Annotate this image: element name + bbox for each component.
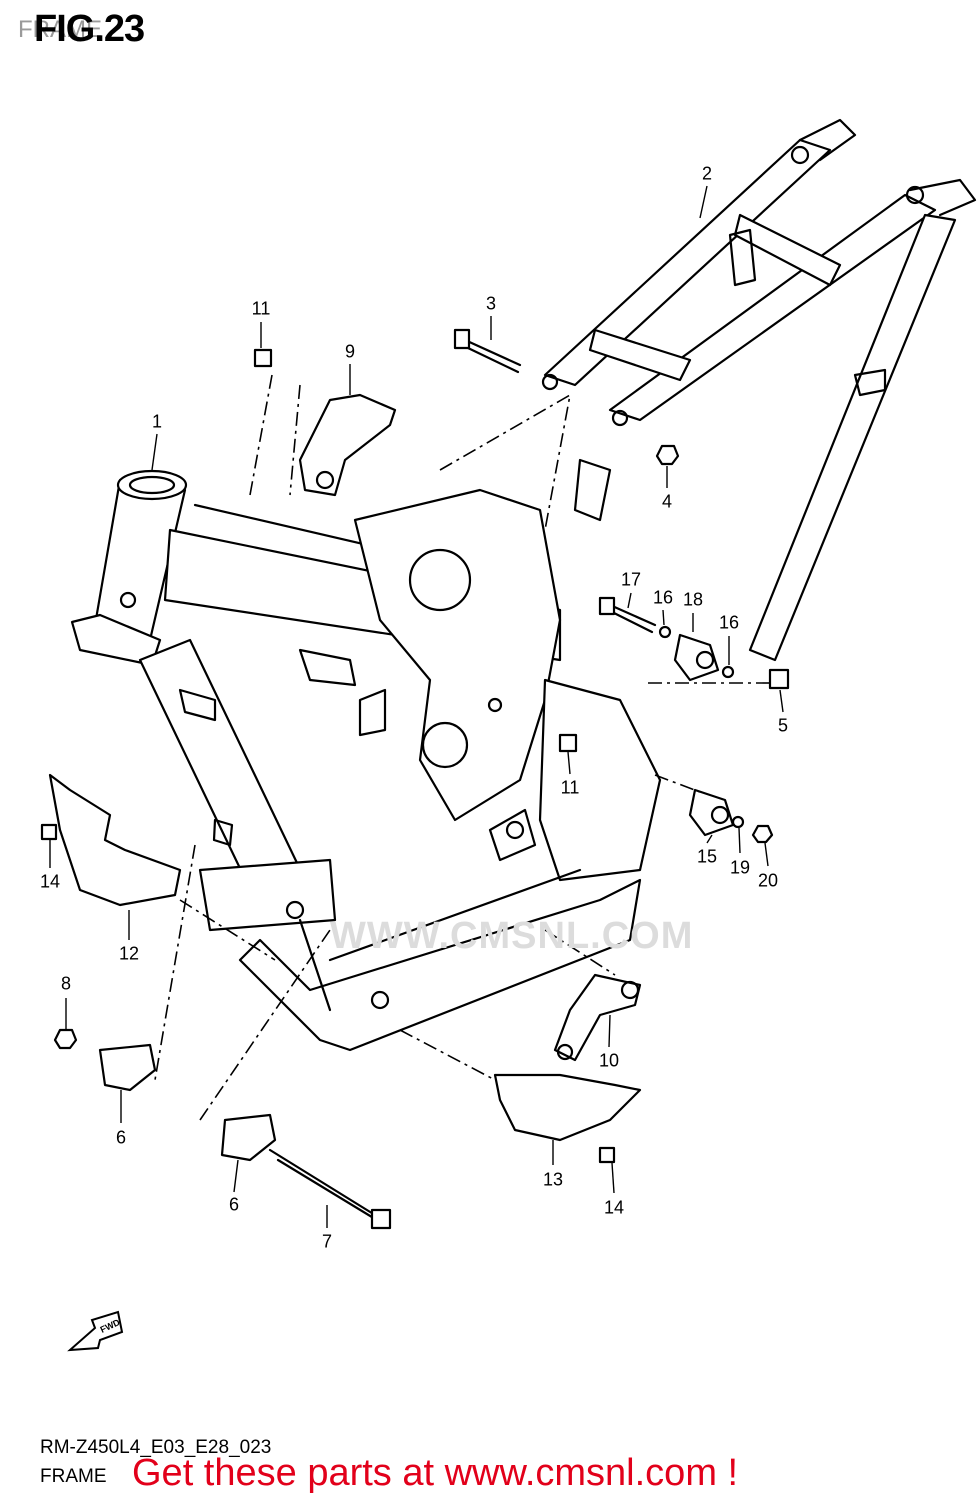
figure-ghost-title: FRAME — [18, 16, 102, 43]
washer-19 — [731, 815, 745, 829]
bolt-5 — [768, 668, 790, 690]
bracket-9 — [298, 393, 397, 497]
guard-12 — [48, 773, 182, 907]
bracket-10 — [553, 973, 642, 1062]
guard-13 — [493, 1073, 642, 1142]
callout-2: 2 — [701, 163, 713, 184]
fwd-arrow: FWD — [67, 1310, 124, 1352]
callout-12: 12 — [118, 943, 140, 964]
washer-16a — [658, 625, 672, 639]
promo-link[interactable]: Get these parts at www.cmsnl.com ! — [132, 1452, 739, 1494]
rear-subframe — [541, 118, 977, 662]
callout-13: 13 — [542, 1169, 564, 1190]
callout-11b: 11 — [560, 777, 580, 798]
callout-9: 9 — [344, 341, 356, 362]
callout-6b: 6 — [228, 1194, 240, 1215]
figure-title: FIG.23 — [34, 8, 145, 50]
callout-8: 8 — [60, 973, 72, 994]
nut-20 — [751, 824, 774, 844]
bolt-11b — [558, 733, 578, 753]
model-code: RM-Z450L4_E03_E28_023 — [40, 1437, 272, 1458]
bolt-7 — [268, 1148, 387, 1227]
bolt-17 — [608, 603, 657, 634]
watermark: WWW.CMSNL.COM — [330, 915, 694, 957]
engine-bracket-6a — [98, 1043, 157, 1092]
bolt-11a — [253, 348, 273, 368]
callout-7: 7 — [321, 1231, 333, 1252]
callout-6a: 6 — [115, 1127, 127, 1148]
bolt-14b — [598, 1146, 616, 1164]
bolt-14a — [40, 823, 58, 841]
callout-20: 20 — [757, 870, 779, 891]
bolt-3 — [463, 338, 522, 374]
engine-bracket-6b — [220, 1113, 277, 1162]
washer-16b — [721, 665, 735, 679]
callout-5: 5 — [777, 715, 789, 736]
nut-8 — [53, 1028, 78, 1050]
callout-4: 4 — [661, 491, 673, 512]
callout-19: 19 — [729, 857, 751, 878]
callout-18: 18 — [682, 589, 704, 610]
main-frame — [70, 469, 662, 1052]
callout-3: 3 — [485, 293, 497, 314]
callout-15: 15 — [696, 846, 718, 867]
callout-1: 1 — [151, 411, 163, 432]
callout-17: 17 — [620, 569, 642, 590]
callout-16b: 16 — [718, 612, 740, 633]
nut-4 — [655, 444, 680, 466]
callout-16a: 16 — [652, 587, 674, 608]
callout-11a: 11 — [251, 298, 271, 319]
callout-14a: 14 — [39, 871, 61, 892]
callout-10: 10 — [598, 1050, 620, 1071]
callout-14b: 14 — [603, 1197, 625, 1218]
figure-caption: FRAME — [40, 1466, 107, 1487]
